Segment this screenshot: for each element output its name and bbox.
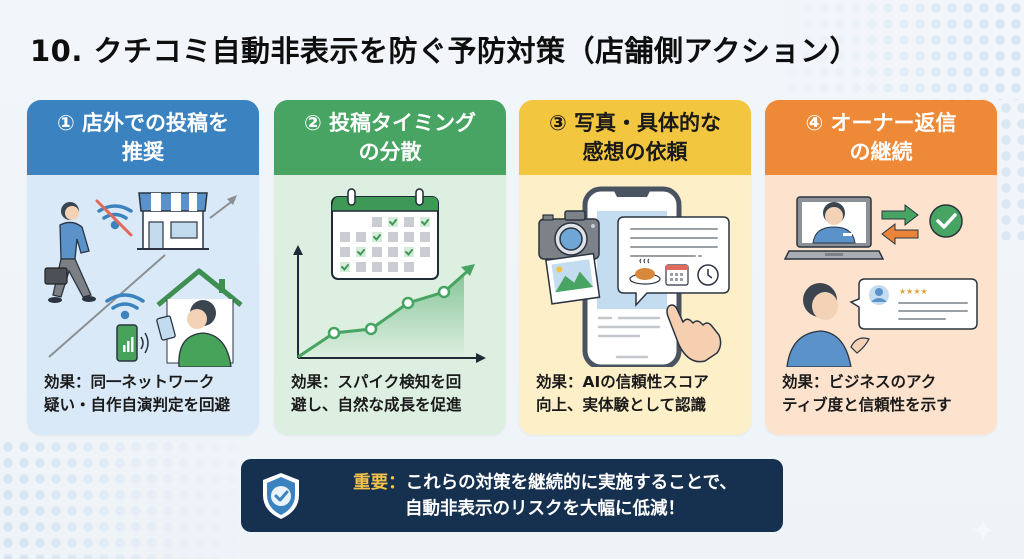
store-icon bbox=[137, 192, 209, 250]
laptop-owner-icon bbox=[783, 196, 885, 260]
banner-line-1: これらの対策を継続的に実施することで、 bbox=[405, 472, 737, 493]
photo-review-illustration bbox=[538, 186, 730, 367]
card-effect-text: 効果：AIの信頼性スコア 向上、実体験として認識 bbox=[536, 373, 709, 414]
review-bubble-icon: ★★★★ bbox=[849, 278, 978, 330]
card-illustration bbox=[27, 175, 259, 367]
photo-icon bbox=[545, 252, 601, 305]
exchange-arrows-icon bbox=[881, 203, 919, 246]
camera-icon bbox=[538, 210, 600, 260]
review-bubble-icon bbox=[617, 216, 730, 307]
phone-signal-icon bbox=[116, 324, 149, 362]
no-wifi-icon bbox=[95, 199, 133, 237]
card-effect-text: 効果：スパイク検知を回 避し、自然な成長を促進 bbox=[291, 373, 462, 414]
calendar-icon bbox=[331, 188, 439, 280]
card-effect-text: 効果：同一ネットワーク 疑い・自作自演判定を回避 bbox=[44, 373, 231, 414]
card-illustration bbox=[519, 175, 751, 367]
card-effect-text: 効果：ビジネスのアク ティブ度と信頼性を示す bbox=[782, 373, 952, 414]
important-label: 重要： bbox=[353, 472, 406, 493]
walking-person-icon bbox=[44, 202, 96, 303]
important-banner: 重要：これらの対策を継続的に実施することで、 自動非表示のリスクを大幅に低減！ bbox=[241, 459, 783, 532]
card-heading: ④ オーナー返信 の継続 bbox=[765, 100, 997, 175]
card-heading: ② 投稿タイミング の分散 bbox=[274, 100, 506, 175]
banner-line-2: 自動非表示のリスクを大幅に低減！ bbox=[405, 498, 685, 519]
card-heading: ① 店外での投稿を 推奨 bbox=[27, 100, 259, 175]
check-circle-icon bbox=[929, 204, 963, 238]
customer-person-icon bbox=[786, 283, 870, 367]
card-timing-distribution: ② 投稿タイミング の分散 bbox=[274, 100, 506, 435]
banner-text: 重要：これらの対策を継続的に実施することで、 自動非表示のリスクを大幅に低減！ bbox=[321, 470, 783, 522]
page-title: 10. クチコミ自動非表示を防ぐ予防対策（店舗側アクション） bbox=[30, 34, 860, 68]
growth-chart-icon bbox=[293, 245, 486, 363]
svg-text:★★★★: ★★★★ bbox=[899, 287, 928, 296]
offsite-posting-illustration bbox=[44, 192, 243, 367]
shield-check-icon bbox=[241, 459, 321, 532]
card-illustration bbox=[274, 175, 506, 367]
sparkle-icon bbox=[972, 519, 994, 541]
card-owner-reply: ④ オーナー返信 の継続 bbox=[765, 100, 997, 435]
card-offsite-posting: ① 店外での投稿を 推奨 bbox=[27, 100, 259, 435]
card-illustration: ★★★★ bbox=[765, 175, 997, 367]
owner-reply-illustration: ★★★★ bbox=[783, 196, 978, 367]
card-photo-review-request: ③ 写真・具体的な 感想の依頼 bbox=[519, 100, 751, 435]
decorative-dots-right-side bbox=[998, 100, 1024, 240]
pointing-hand-icon bbox=[666, 304, 722, 363]
wifi-icon bbox=[105, 293, 145, 320]
decorative-dots-bottom-left bbox=[0, 439, 240, 559]
home-person-icon bbox=[156, 268, 243, 367]
card-heading: ③ 写真・具体的な 感想の依頼 bbox=[519, 100, 751, 175]
calendar-growth-illustration bbox=[293, 188, 486, 363]
